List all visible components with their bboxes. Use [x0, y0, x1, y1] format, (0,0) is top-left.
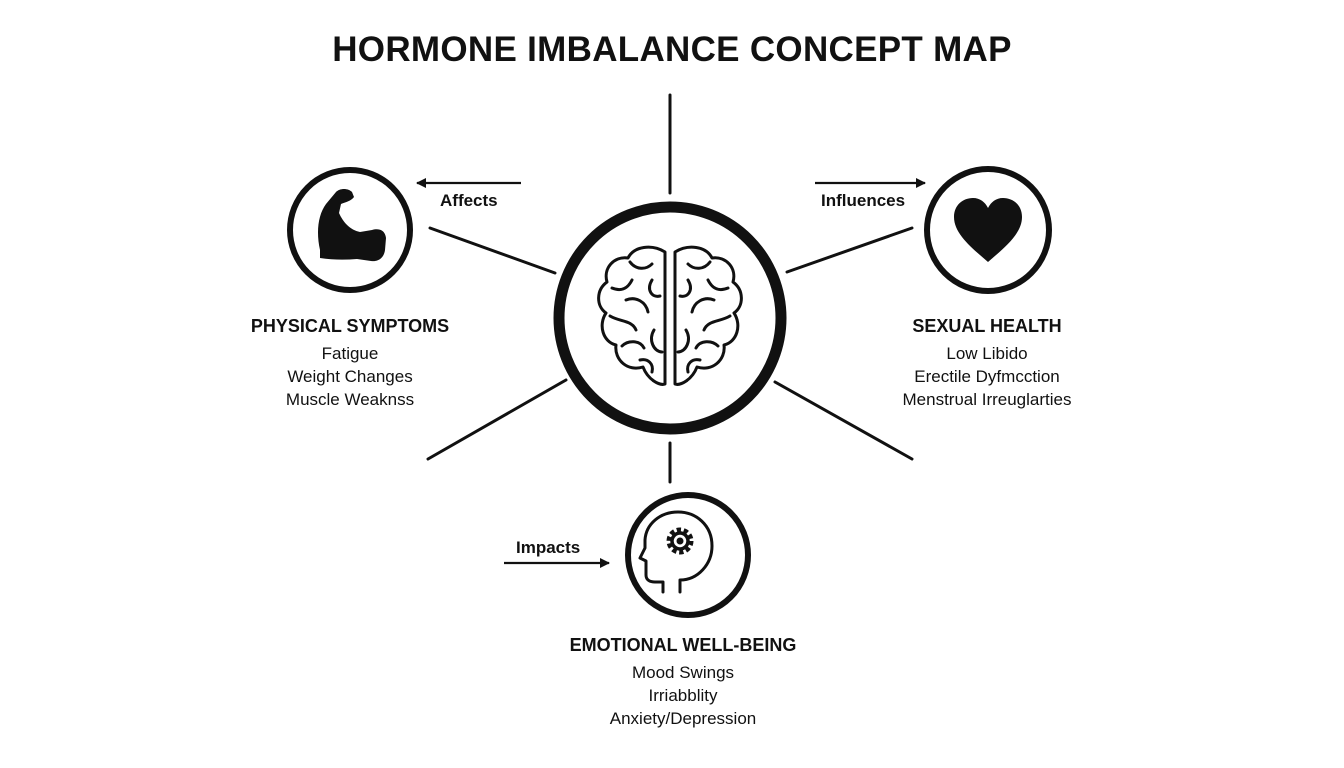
spoke-lower-right	[773, 380, 914, 461]
heart-icon	[954, 198, 1022, 262]
affects-label: Affects	[440, 191, 498, 210]
emotional-item: Irriabblity	[648, 686, 718, 705]
sexual-item: Erectile Dyfmcction	[914, 367, 1060, 386]
central-hub	[553, 201, 787, 435]
physical-item: Muscle Weaknss	[285, 390, 415, 409]
gear-icon	[666, 527, 694, 555]
brain-icon	[597, 245, 743, 386]
influences-label: Influences	[821, 191, 906, 210]
sexual-node	[924, 166, 1052, 294]
physical-symptoms-title: PHYSICAL SYMPTOMS	[250, 316, 450, 336]
physical-item: Fatigue	[321, 344, 379, 363]
head-gear-icon	[638, 510, 714, 594]
impacts-label: Impacts	[516, 538, 581, 557]
sexual-health-title: SEXUAL HEALTH	[912, 316, 1062, 336]
page-title: HORMONE IMBALANCE CONCEPT MAP	[332, 30, 1012, 69]
sexual-health-block: SEXUAL HEALTH Low Libido Erectile Dyfmcc…	[867, 316, 1107, 411]
spoke-upper-left	[428, 226, 557, 275]
emotional-item: Mood Swings	[631, 663, 735, 682]
radial-spokes	[426, 93, 914, 484]
spoke-lower-left	[426, 378, 568, 461]
emotional-item: Anxiety/Depression	[609, 709, 757, 728]
emotional-wellbeing-block: EMOTIONAL WELL-BEING Mood Swings Irriabb…	[533, 635, 833, 730]
sexual-item: Low Libido	[946, 344, 1028, 363]
sexual-item: Menstrυal Irreuglarties	[902, 390, 1072, 409]
physical-symptoms-block: PHYSICAL SYMPTOMS Fatigue Weight Changes…	[230, 316, 470, 411]
flexed-arm-icon	[318, 189, 386, 262]
physical-node	[287, 167, 413, 293]
physical-item: Weight Changes	[287, 367, 413, 386]
emotional-wellbeing-title: EMOTIONAL WELL-BEING	[569, 635, 797, 655]
spoke-upper-right	[785, 226, 914, 274]
emotional-node	[625, 492, 751, 618]
